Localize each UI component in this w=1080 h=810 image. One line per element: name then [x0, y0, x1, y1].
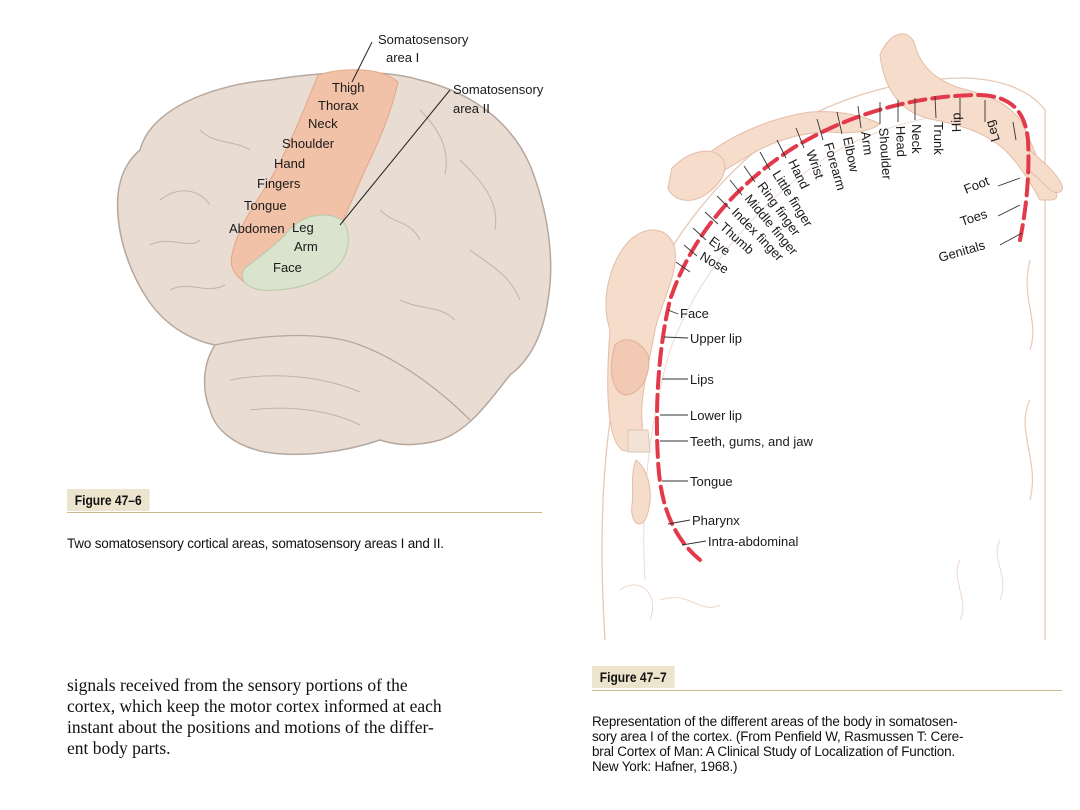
somatosensory-cortex-dashed-line	[654, 92, 1031, 562]
brain-sulcus	[249, 407, 361, 426]
area1-part-thigh: Thigh	[332, 80, 365, 95]
area2-label-line2: area II	[453, 101, 490, 116]
area1-part-tongue: Tongue	[244, 198, 287, 213]
label-shoulder: Shoulder	[876, 127, 895, 181]
label-lips: Lips	[690, 372, 714, 387]
body-line: instant about the positions and motions …	[67, 717, 434, 737]
toes-leader	[997, 204, 1021, 217]
brain-sulcus	[149, 239, 201, 246]
cortex-inner-outline	[643, 111, 986, 581]
area2-part-leg: Leg	[292, 220, 314, 235]
genitals-leader	[999, 232, 1023, 246]
caption-line: Representation of the different areas of…	[592, 714, 958, 729]
brain-sulcus	[379, 209, 421, 241]
label-trunk: Trunk	[931, 122, 946, 155]
brain-sulcus	[459, 159, 497, 231]
area1-part-shoulder: Shoulder	[282, 136, 335, 151]
label-arm: Arm	[858, 130, 876, 156]
homunculus-lips	[611, 339, 650, 396]
homunculus-face	[605, 229, 676, 452]
body-line: cortex, which keep the motor cortex info…	[67, 696, 442, 716]
brain-sulcus	[229, 375, 361, 393]
cortex-section-outline	[601, 77, 1046, 641]
label-pharynx: Pharynx	[692, 513, 740, 528]
caption-line: sory area I of the cortex. (From Penfiel…	[592, 729, 964, 744]
label-tongue: Tongue	[690, 474, 733, 489]
area1-part-hand: Hand	[274, 156, 305, 171]
label-head: Head	[893, 126, 909, 158]
homunculus-jaw	[627, 429, 651, 453]
body-line: signals received from the sensory portio…	[67, 675, 408, 695]
brain-sulcus	[399, 299, 456, 321]
left-label-leaders	[660, 309, 707, 546]
label-genitals: Genitals	[937, 237, 987, 265]
label-neck: Neck	[909, 124, 924, 154]
caption-line: bral Cortex of Man: A Clinical Study of …	[592, 744, 955, 759]
area1-part-neck: Neck	[308, 116, 338, 131]
label-intra-abdominal: Intra-abdominal	[708, 534, 798, 549]
homunculus-hand	[667, 150, 726, 201]
label-foot: Foot	[962, 173, 992, 197]
label-hip: Hip	[948, 112, 964, 132]
top-label-leaders	[675, 95, 1017, 273]
brain-sulcus	[214, 334, 471, 421]
label-toes: Toes	[958, 206, 989, 229]
brain-sulcus	[169, 284, 226, 291]
figure-47-6-rule	[67, 512, 542, 513]
area1-label-line2: area I	[386, 50, 419, 65]
figure-47-6-tag: Figure 47–6	[67, 489, 150, 511]
label-elbow: Elbow	[840, 136, 862, 174]
figure-47-7-caption: Representation of the different areas of…	[592, 714, 1072, 774]
area2-part-arm: Arm	[294, 239, 318, 254]
brain-sulcus	[159, 190, 211, 206]
area1-part-fingers: Fingers	[257, 176, 301, 191]
area2-label-line1: Somatosensory	[453, 82, 544, 97]
body-line: ent body parts.	[67, 738, 171, 758]
figure-47-7-rule	[592, 690, 1062, 691]
homunculus-leg	[879, 33, 1058, 201]
cortex-sulcus	[619, 584, 721, 621]
brain-sulcus	[199, 129, 251, 151]
label-lower-lip: Lower lip	[690, 408, 742, 423]
brain-sulcus	[469, 249, 521, 301]
figure-47-6-caption: Two somatosensory cortical areas, somato…	[67, 536, 444, 551]
figure-47-7-tag: Figure 47–7	[592, 666, 675, 688]
area1-label-line1: Somatosensory	[378, 32, 469, 47]
label-upper-lip: Upper lip	[690, 331, 742, 346]
somatosensory-area-2-region	[241, 214, 349, 291]
homunculus-tongue	[631, 459, 651, 525]
caption-line: New York: Hafner, 1968.)	[592, 759, 738, 774]
area2-part-face: Face	[273, 260, 302, 275]
brain-sulcus	[419, 109, 447, 176]
cortex-sulcus	[956, 539, 1004, 621]
label-teeth-gums-jaw: Teeth, gums, and jaw	[690, 434, 813, 449]
area1-part-abdomen: Abdomen	[229, 221, 285, 236]
foot-leader	[997, 177, 1021, 187]
body-paragraph: signals received from the sensory portio…	[67, 675, 545, 759]
cortex-sulcus	[1024, 259, 1034, 501]
homunculus-foot	[1027, 148, 1063, 193]
area2-leader-line	[339, 89, 451, 226]
label-leg: Leg	[982, 118, 1003, 143]
area1-part-thorax: Thorax	[318, 98, 359, 113]
label-face: Face	[680, 306, 709, 321]
area1-leader-line	[351, 41, 373, 83]
